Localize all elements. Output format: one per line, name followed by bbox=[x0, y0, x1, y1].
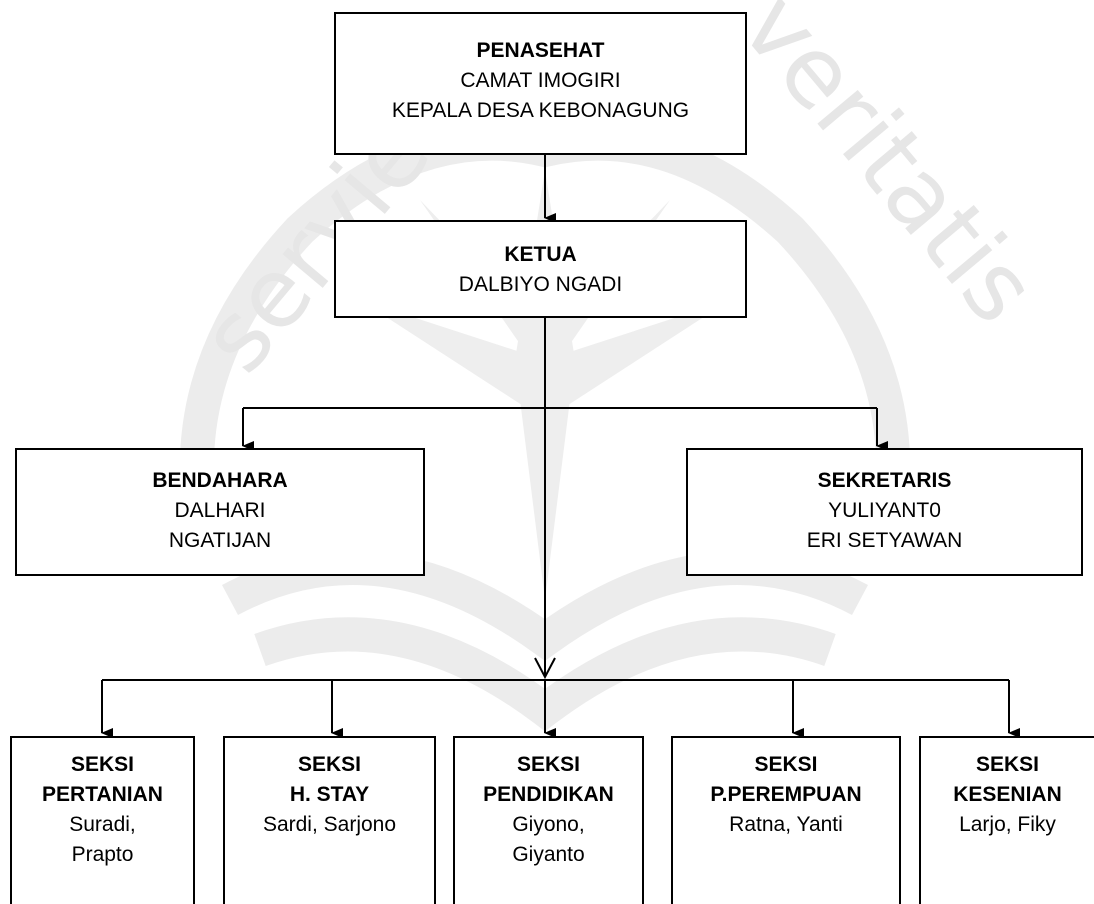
bendahara-box: BENDAHARA DALHARI NGATIJAN bbox=[15, 448, 425, 576]
section-title-1: SEKSI bbox=[70, 753, 135, 776]
bendahara-title: BENDAHARA bbox=[152, 469, 288, 492]
section-title-2: PERTANIAN bbox=[42, 783, 163, 806]
section-member-1: Suradi, bbox=[69, 813, 136, 836]
bendahara-line-1: DALHARI bbox=[174, 499, 266, 522]
penasehat-box: PENASEHAT CAMAT IMOGIRI KEPALA DESA KEBO… bbox=[334, 12, 747, 155]
penasehat-title: PENASEHAT bbox=[476, 39, 605, 62]
sekretaris-title: SEKRETARIS bbox=[817, 469, 952, 492]
section-title-2: P.PEREMPUAN bbox=[710, 783, 862, 806]
section-member-1: Larjo, Fiky bbox=[959, 813, 1056, 836]
section-member-1: Giyono, bbox=[512, 813, 585, 836]
section-box-pertanian: SEKSI PERTANIAN Suradi, Prapto bbox=[10, 736, 195, 904]
section-box-pendidikan: SEKSI PENDIDIKAN Giyono, Giyanto bbox=[453, 736, 644, 904]
section-member-1: Ratna, Yanti bbox=[729, 813, 843, 836]
spine-open-arrow bbox=[534, 657, 556, 680]
section-title-1: SEKSI bbox=[754, 753, 818, 776]
sekretaris-line-1: YULIYANT0 bbox=[828, 499, 941, 522]
section-title-1: SEKSI bbox=[297, 753, 362, 776]
section-member-2: Prapto bbox=[71, 843, 134, 866]
sekretaris-line-2: ERI SETYAWAN bbox=[806, 529, 963, 552]
section-member-1: Sardi, Sarjono bbox=[262, 813, 397, 836]
section-title-1: SEKSI bbox=[975, 753, 1040, 776]
section-title-2: H. STAY bbox=[289, 783, 370, 806]
section-title-2: PENDIDIKAN bbox=[483, 783, 614, 806]
ketua-box: KETUA DALBIYO NGADI bbox=[334, 220, 747, 318]
section-box-p-perempuan: SEKSI P.PEREMPUAN Ratna, Yanti bbox=[671, 736, 901, 904]
section-title-1: SEKSI bbox=[516, 753, 581, 776]
penasehat-line-1: CAMAT IMOGIRI bbox=[460, 69, 621, 92]
bendahara-line-2: NGATIJAN bbox=[168, 529, 272, 552]
section-box-kesenian: SEKSI KESENIAN Larjo, Fiky bbox=[919, 736, 1094, 904]
penasehat-line-2: KEPALA DESA KEBONAGUNG bbox=[391, 99, 690, 122]
sekretaris-box: SEKRETARIS YULIYANT0 ERI SETYAWAN bbox=[686, 448, 1083, 576]
section-box-h-stay: SEKSI H. STAY Sardi, Sarjono bbox=[223, 736, 436, 904]
section-title-2: KESENIAN bbox=[953, 783, 1062, 806]
ketua-title: KETUA bbox=[504, 243, 577, 266]
section-member-2: Giyanto bbox=[512, 843, 585, 866]
ketua-line-1: DALBIYO NGADI bbox=[458, 273, 623, 296]
